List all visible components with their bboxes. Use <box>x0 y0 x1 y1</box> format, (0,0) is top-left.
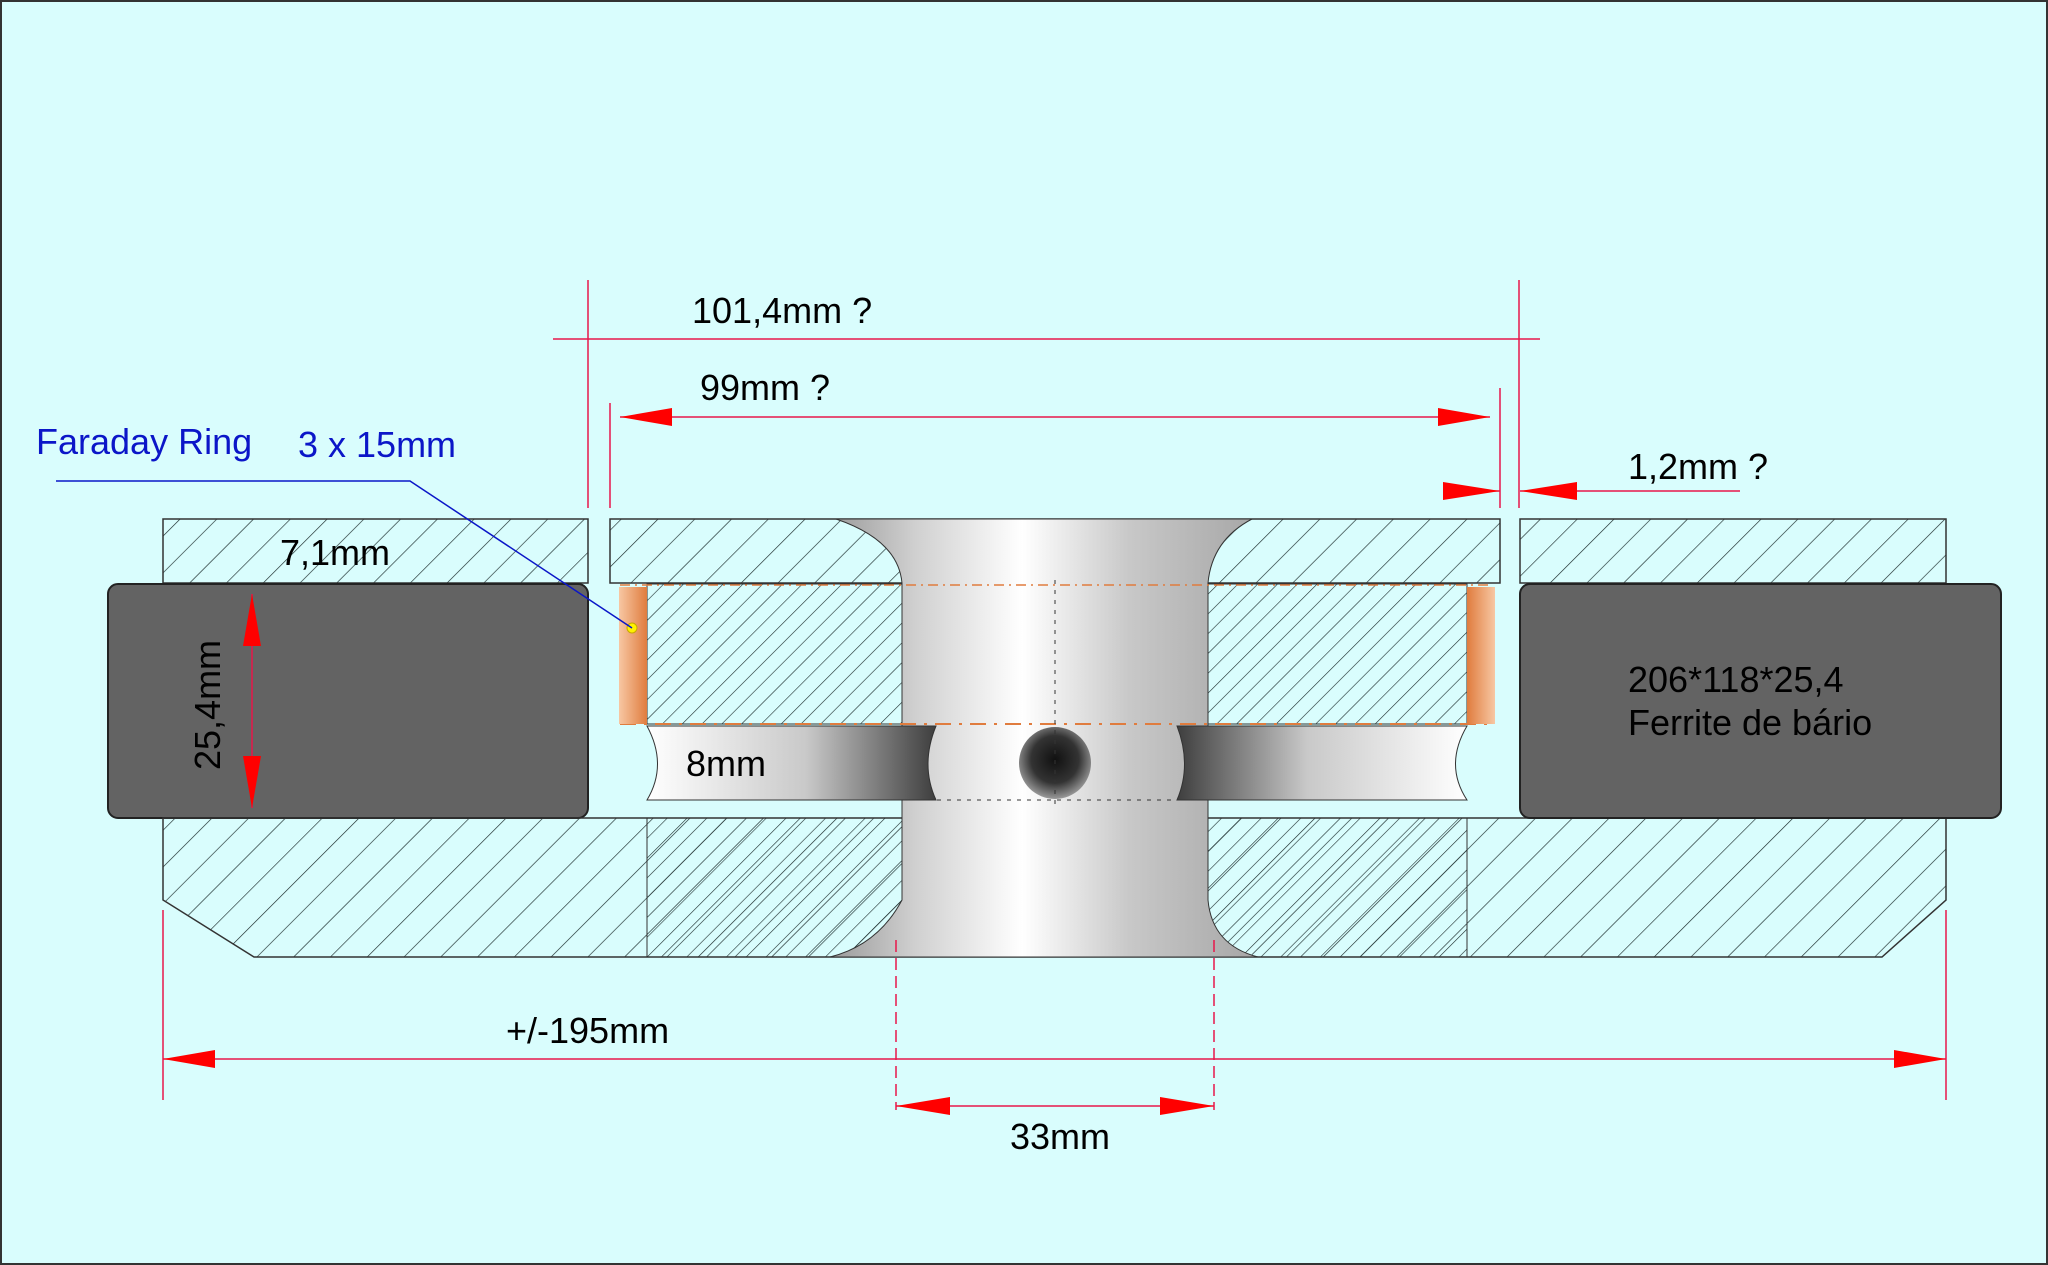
faraday-ring-left <box>619 587 647 724</box>
dim-99-label: 99mm ? <box>700 367 830 408</box>
left-plate-group <box>107 518 589 819</box>
center-pole-group <box>609 518 1501 958</box>
dimension-lines <box>162 280 1947 1110</box>
dim-12-label: 1,2mm ? <box>1628 446 1768 487</box>
dim-71-label: 7,1mm <box>280 532 390 573</box>
left-magnet <box>107 583 589 819</box>
magnet-size-label: 206*118*25,4 <box>1628 659 1844 700</box>
dimension-arrows <box>163 408 1946 1115</box>
dim-195-label: +/-195mm <box>506 1010 669 1051</box>
right-top-plate <box>1519 518 1947 584</box>
faraday-ring-right <box>1467 587 1495 724</box>
dim-8-label: 8mm <box>686 743 766 784</box>
faraday-leader-line <box>56 480 633 629</box>
right-plate-group <box>1519 518 2002 819</box>
right-magnet <box>1519 583 2002 819</box>
right-cross-hole <box>1176 725 1468 801</box>
faraday-size-label: 3 x 15mm <box>298 424 456 465</box>
left-cross-hole <box>646 725 937 801</box>
dim-254-label: 25,4mm <box>187 640 228 770</box>
magnet-material-label: Ferrite de bário <box>1628 702 1872 743</box>
faraday-ring-label: Faraday Ring <box>36 421 252 462</box>
dim-33-label: 33mm <box>1010 1116 1110 1157</box>
dim-101-label: 101,4mm ? <box>692 290 872 331</box>
